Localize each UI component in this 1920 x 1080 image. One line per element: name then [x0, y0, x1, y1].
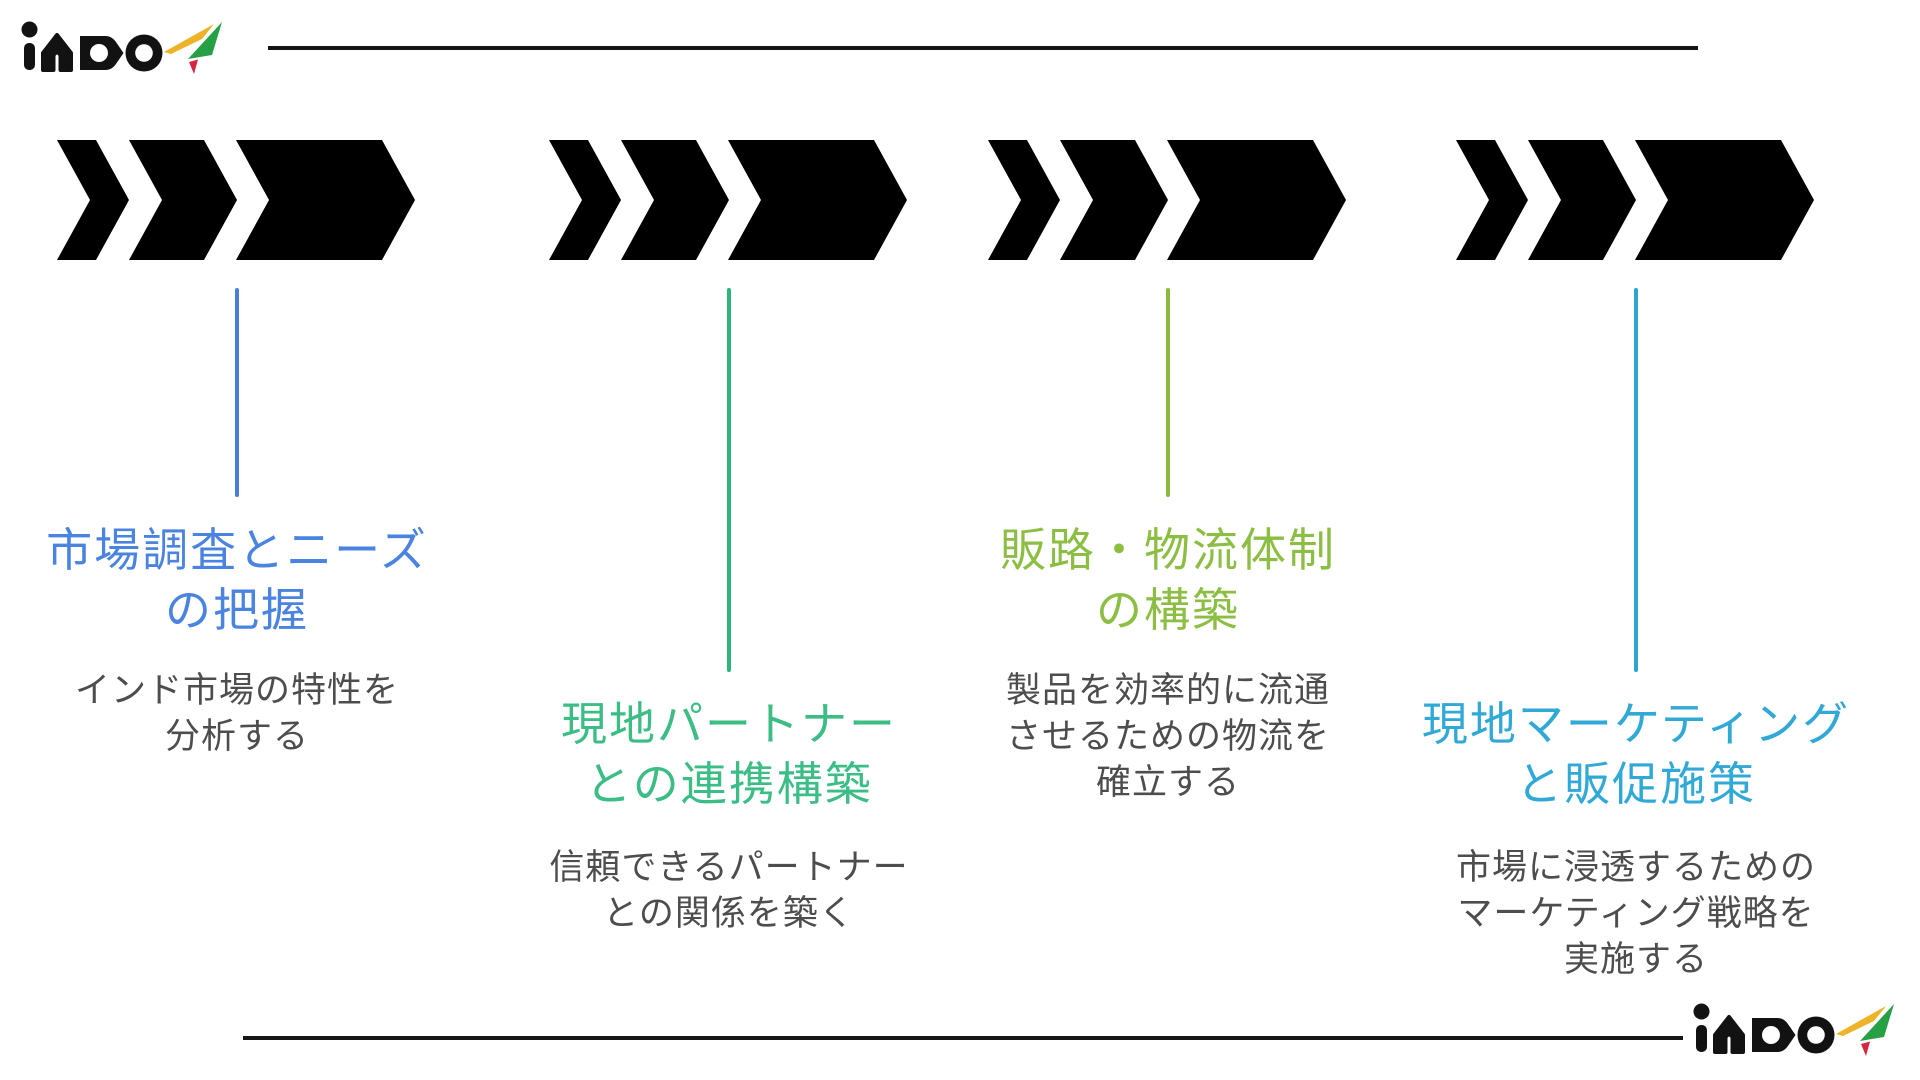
connector-line	[727, 288, 731, 672]
step-title: 市場調査とニーズ の把握	[17, 520, 457, 640]
connector-line	[1634, 288, 1638, 672]
step-title-line: 販路・物流体制	[1000, 524, 1336, 576]
step-description-line: させるための物流を	[1005, 717, 1330, 756]
step-description-line: 確立する	[1095, 763, 1240, 802]
step-title: 販路・物流体制 の構築	[948, 520, 1388, 640]
step-title: 現地マーケティング と販促施策	[1416, 694, 1856, 814]
step-description-line: 市場に浸透するための	[1455, 848, 1816, 887]
step-description: 市場に浸透するための マーケティング戦略を 実施する	[1416, 845, 1856, 983]
step-title-line: の構築	[1096, 584, 1240, 636]
triple-chevron-right-icon	[1454, 138, 1818, 262]
step-description-line: との関係を築く	[603, 894, 855, 933]
triple-chevron-right-icon	[547, 138, 911, 262]
bottom-divider-line	[243, 1036, 1683, 1040]
step-title-line: 市場調査とニーズ	[46, 524, 428, 576]
brand-logo-top	[18, 14, 224, 78]
step-description-line: 分析する	[164, 717, 309, 756]
step-description: 製品を効率的に流通 させるための物流を 確立する	[948, 668, 1388, 806]
top-divider-line	[268, 46, 1698, 50]
triple-chevron-right-icon	[986, 138, 1350, 262]
step-title: 現地パートナー との連携構築	[509, 694, 949, 814]
step-description: インド市場の特性を 分析する	[17, 668, 457, 760]
step-description: 信頼できるパートナー との関係を築く	[509, 845, 949, 937]
connector-line	[1166, 288, 1170, 497]
step-title-line: と販促施策	[1516, 758, 1756, 810]
step-description-line: マーケティング戦略を	[1457, 894, 1815, 933]
step-description-line: 信頼できるパートナー	[549, 848, 909, 887]
step-description-line: 実施する	[1563, 940, 1708, 979]
triple-chevron-right-icon	[55, 138, 419, 262]
brand-logo-bottom	[1690, 996, 1896, 1060]
step-title-line: 現地マーケティング	[1421, 698, 1851, 750]
step-description-line: 製品を効率的に流通	[1005, 671, 1330, 710]
step-title-line: 現地パートナー	[561, 698, 897, 750]
step-title-line: の把握	[165, 584, 309, 636]
connector-line	[235, 288, 239, 497]
step-title-line: との連携構築	[585, 758, 873, 810]
step-description-line: インド市場の特性を	[74, 671, 399, 710]
